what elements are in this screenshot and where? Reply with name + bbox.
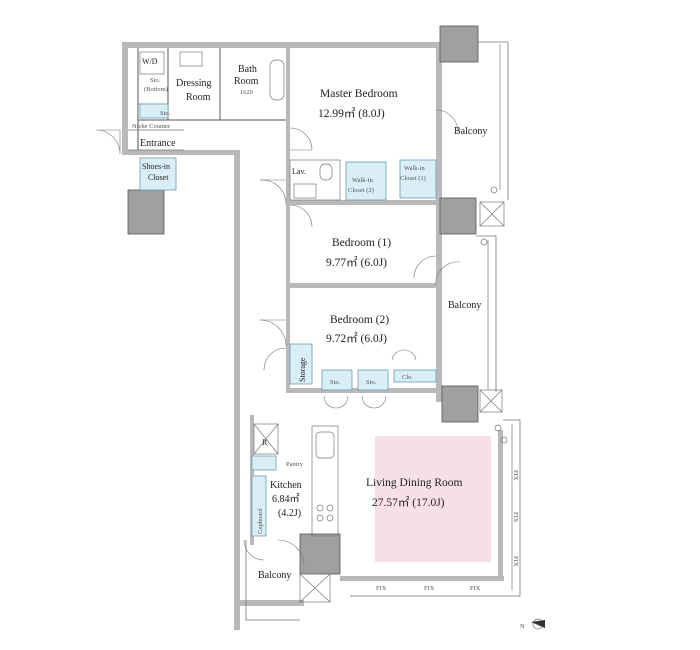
- label-living-dining-area: 27.57㎡ (17.0J): [372, 496, 445, 509]
- label-bedroom-2: Bedroom (2): [330, 314, 389, 326]
- fix-mark-2: FIX: [424, 585, 435, 592]
- compass-label: N: [520, 623, 525, 630]
- label-bath-1: Bath: [238, 64, 257, 75]
- label-sto-a: Sto.: [330, 379, 341, 386]
- label-shoes-1: Shoes-in: [142, 162, 170, 171]
- room-labels: W/D Sto. (Bottom) Dressing Room Bath Roo…: [132, 57, 487, 581]
- label-sto-b: Sto.: [366, 379, 377, 386]
- label-dressing-1: Dressing: [176, 78, 212, 89]
- label-wic1-1: Walk-in: [404, 165, 426, 172]
- label-refrigerator: R: [262, 438, 268, 447]
- pillars: [127, 25, 479, 575]
- label-sto-bottom-2: (Bottom): [144, 86, 168, 93]
- label-wic1-2: Closet (1): [400, 175, 426, 182]
- label-cupboard: Cupboard: [257, 508, 264, 534]
- label-bedroom-2-area: 9.72㎡ (6.0J): [326, 332, 387, 345]
- fix-mark-3: FIX: [470, 585, 481, 592]
- label-sto-small: Sto.: [160, 110, 171, 117]
- label-balcony-bottom: Balcony: [258, 570, 291, 581]
- label-master-bedroom: Master Bedroom: [320, 88, 398, 100]
- label-bedroom-1-area: 9.77㎡ (6.0J): [326, 256, 387, 269]
- fix-mark-4: FIX: [512, 470, 519, 481]
- label-kitchen-area: 6.84㎡: [272, 493, 300, 505]
- label-wic2-2: Closet (2): [348, 187, 374, 194]
- lavatory: [289, 159, 341, 201]
- label-pantry: Pantry: [286, 461, 304, 468]
- label-balcony-mid: Balcony: [448, 300, 481, 311]
- label-storage: Storage: [298, 357, 307, 382]
- label-kitchen-j: (4.2J): [278, 508, 301, 519]
- label-kitchen: Kitchen: [270, 480, 302, 491]
- fix-mark-5: FIX: [512, 512, 519, 523]
- living-dining-highlight: [375, 436, 491, 562]
- doors: [95, 109, 461, 567]
- label-living-dining: Living Dining Room: [366, 477, 463, 489]
- label-bedroom-1: Bedroom (1): [332, 237, 391, 249]
- fix-mark-1: FIX: [376, 585, 387, 592]
- label-dressing-2: Room: [186, 92, 211, 103]
- label-balcony-top: Balcony: [454, 126, 487, 137]
- label-shoes-2: Closet: [148, 173, 169, 182]
- label-niche-counter: Niche Counter: [132, 123, 171, 130]
- label-entrance: Entrance: [140, 138, 176, 149]
- fix-marks: FIX FIX FIX FIX FIX FIX: [376, 470, 519, 592]
- label-sto-bottom-1: Sto.: [150, 77, 161, 84]
- kitchen-fixtures: [253, 423, 339, 537]
- fix-mark-6: FIX: [512, 556, 519, 567]
- compass-arrow-icon: [531, 620, 545, 628]
- storage-areas: [139, 157, 437, 537]
- wet-area-partitions: [128, 48, 286, 151]
- balconies: [245, 41, 521, 621]
- label-wd: W/D: [142, 57, 158, 66]
- label-wic2-1: Walk-in: [352, 177, 374, 184]
- label-clo: Clo.: [402, 374, 413, 381]
- label-bath-2: Room: [234, 76, 259, 87]
- compass: N: [520, 618, 545, 630]
- label-bath-3: 1620: [240, 89, 253, 96]
- label-lav: Lav.: [292, 167, 306, 176]
- label-master-area: 12.99㎡ (8.0J): [318, 107, 385, 120]
